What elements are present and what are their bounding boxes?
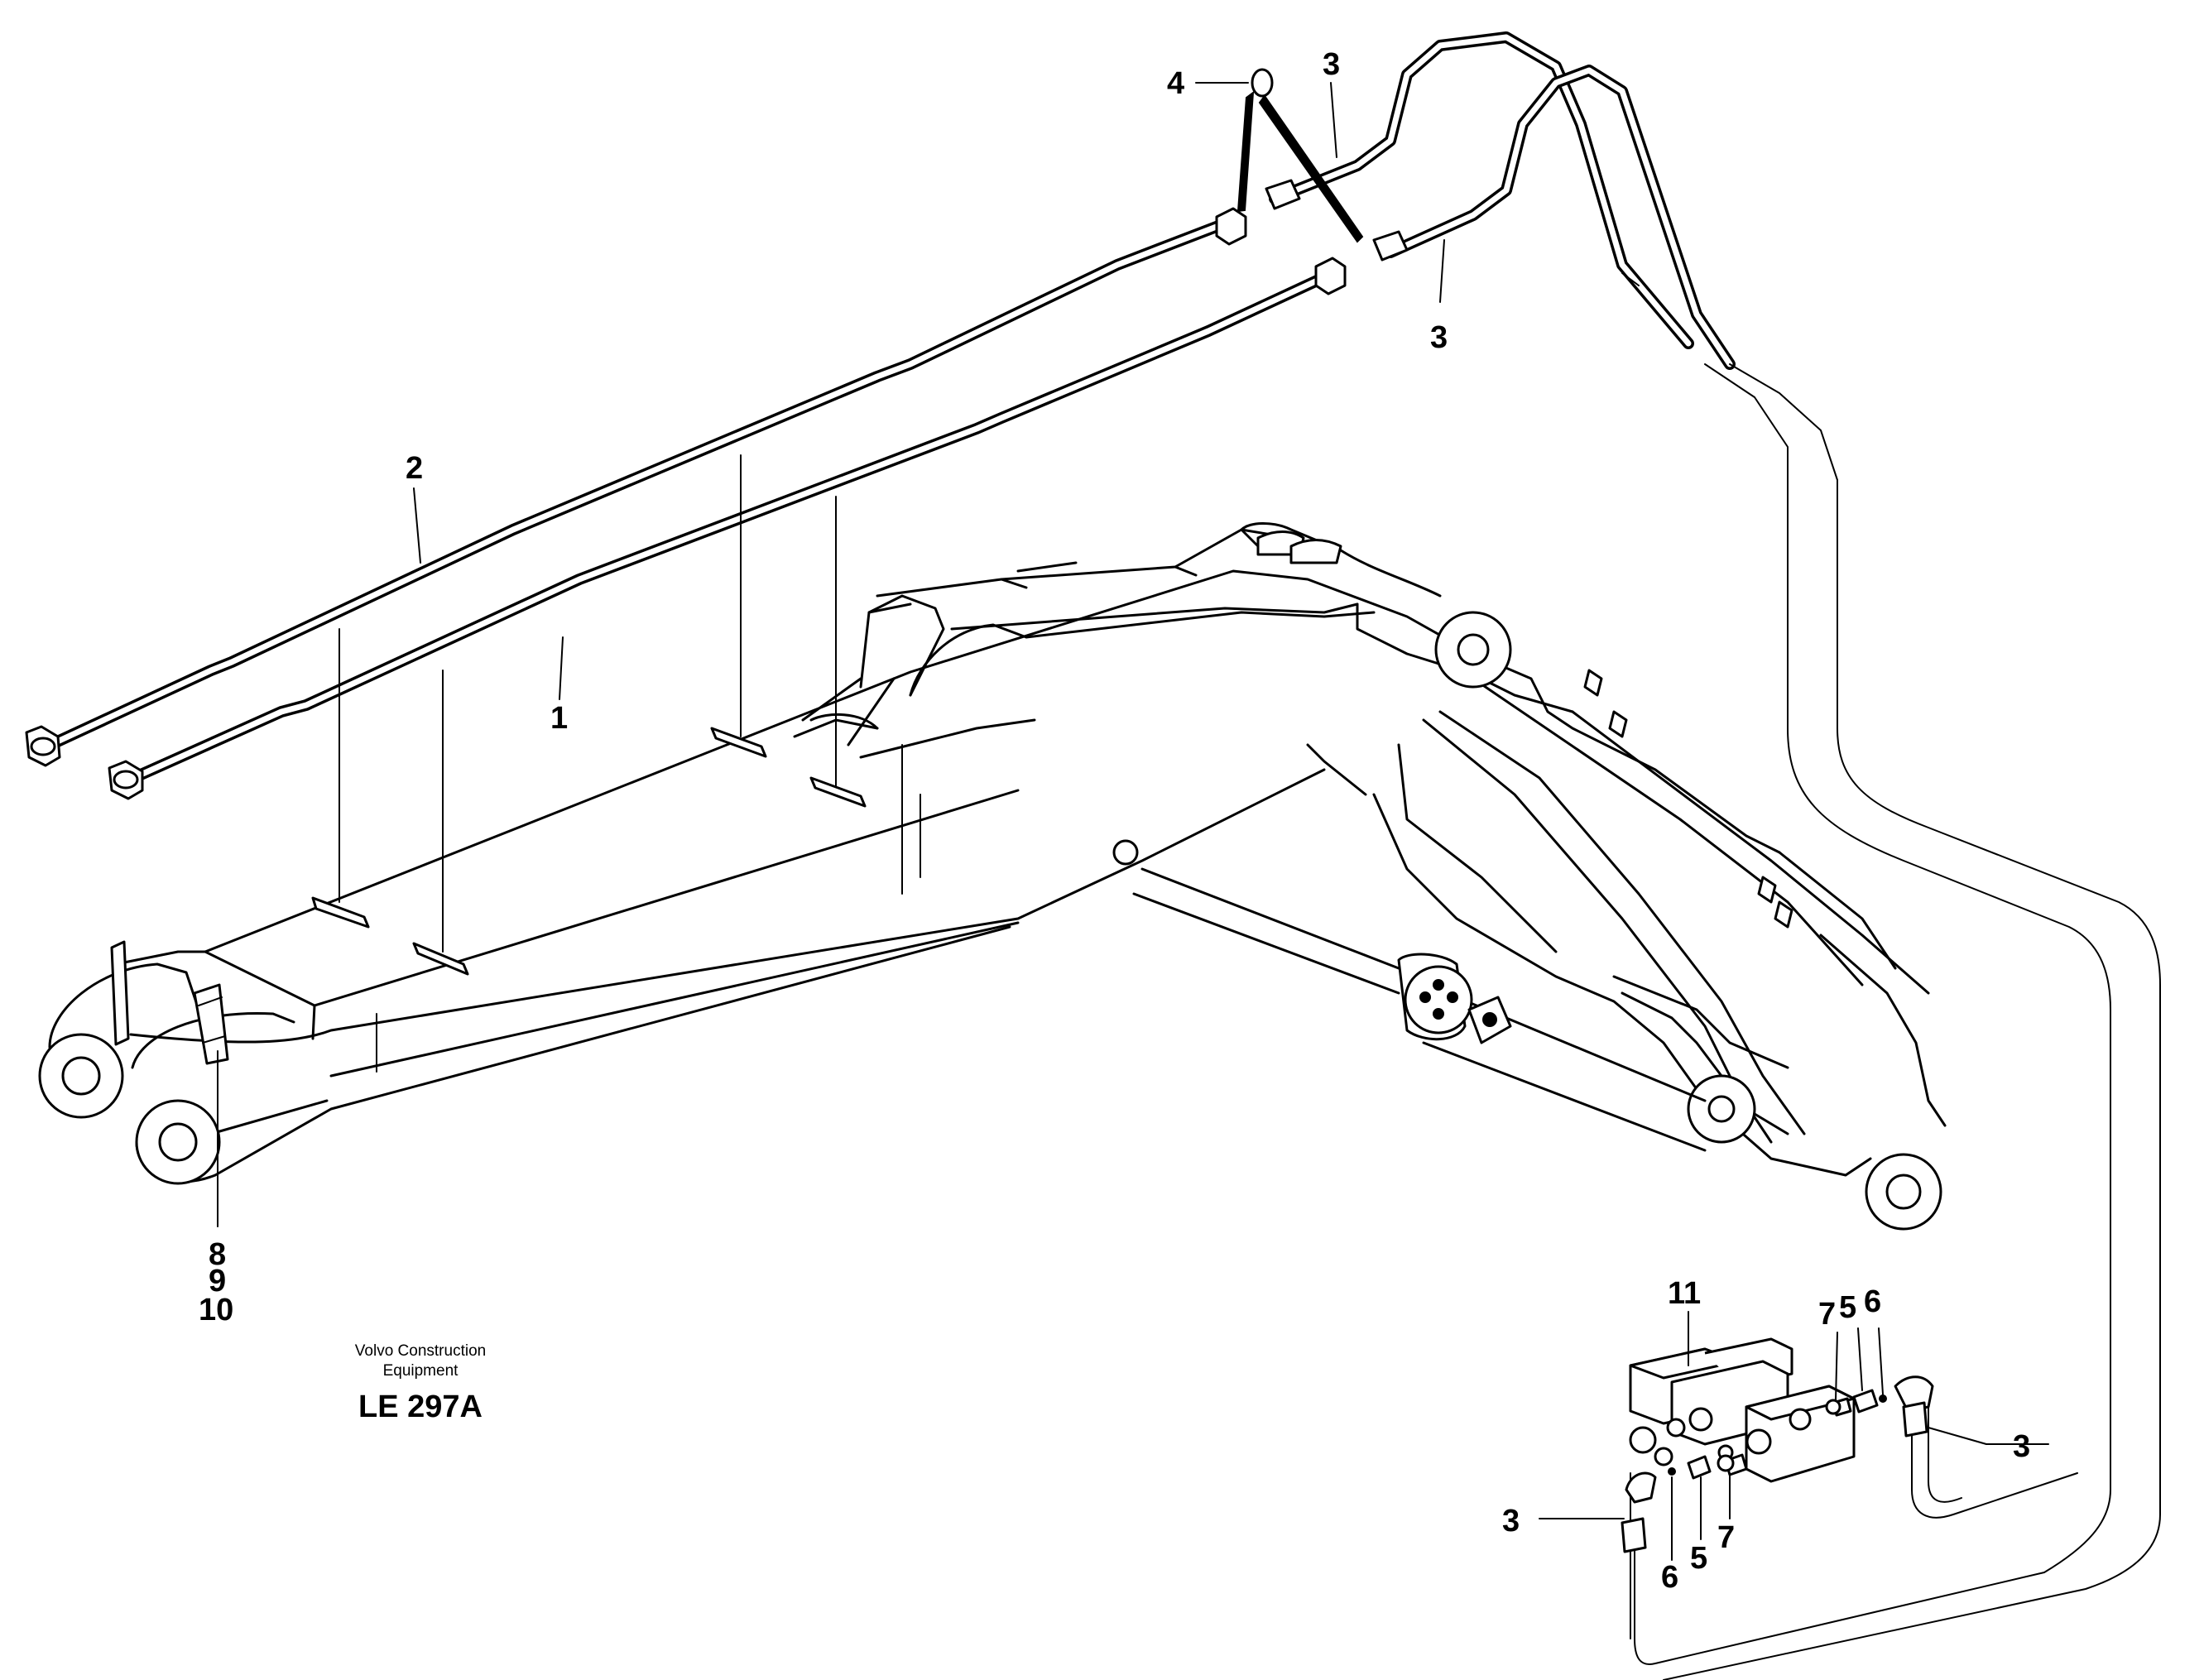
o-ring-icon [1251,68,1274,98]
boom-top-hole [1457,633,1490,666]
callout-1: 1 [550,701,568,736]
callout-labels: 4 3 3 2 1 8 9 10 11 7 5 6 3 3 6 5 7 [199,47,2030,1595]
boom [38,522,1947,1231]
hose-3-upper [1265,31,1736,370]
footer: Volvo Construction Equipment LE 297A [355,1342,486,1424]
callout-10: 10 [199,1293,233,1327]
washer-7-top [1825,1399,1841,1415]
boom-mid-boss [1112,839,1139,866]
callout-4: 4 [1167,66,1184,101]
callout-6-top: 6 [1864,1284,1881,1319]
clamp-block [193,983,229,1065]
callout-3-right: 3 [2013,1429,2030,1464]
cylinder-flange [1404,965,1473,1034]
washer-7-bottom [1717,1454,1735,1472]
callout-6-bottom: 6 [1661,1560,1678,1595]
boom-foot-hole-right [1885,1174,1922,1210]
boom-foot-hole-left [1707,1095,1736,1123]
credit-line-1: Volvo Construction [355,1342,486,1360]
pipe-2 [25,207,1247,767]
callout-3-left: 3 [1502,1504,1520,1538]
callout-2: 2 [406,451,423,486]
callout-3-mid: 3 [1430,320,1448,355]
callout-8: 8 [209,1237,226,1272]
leader-lines [217,68,2049,1561]
callout-9: 9 [209,1264,226,1298]
hose-3-lower [1630,363,2161,1680]
callout-3-top: 3 [1323,47,1340,82]
pipe-clips [110,454,867,1065]
boom-cylinder [1132,867,1707,1152]
callout-7-top: 7 [1818,1297,1836,1332]
drawing-code: LE 297A [358,1390,483,1424]
callout-11: 11 [1668,1276,1701,1311]
callout-7-bottom: 7 [1717,1520,1735,1555]
boom-front-hole-left [61,1056,101,1096]
fittings [1621,1375,1934,1553]
credit-line-2: Equipment [383,1362,459,1380]
callout-5-bottom: 5 [1690,1541,1707,1576]
callout-5-top: 5 [1839,1290,1856,1325]
pipe-1 [108,257,1347,800]
boom-front-hole-right [158,1122,198,1162]
